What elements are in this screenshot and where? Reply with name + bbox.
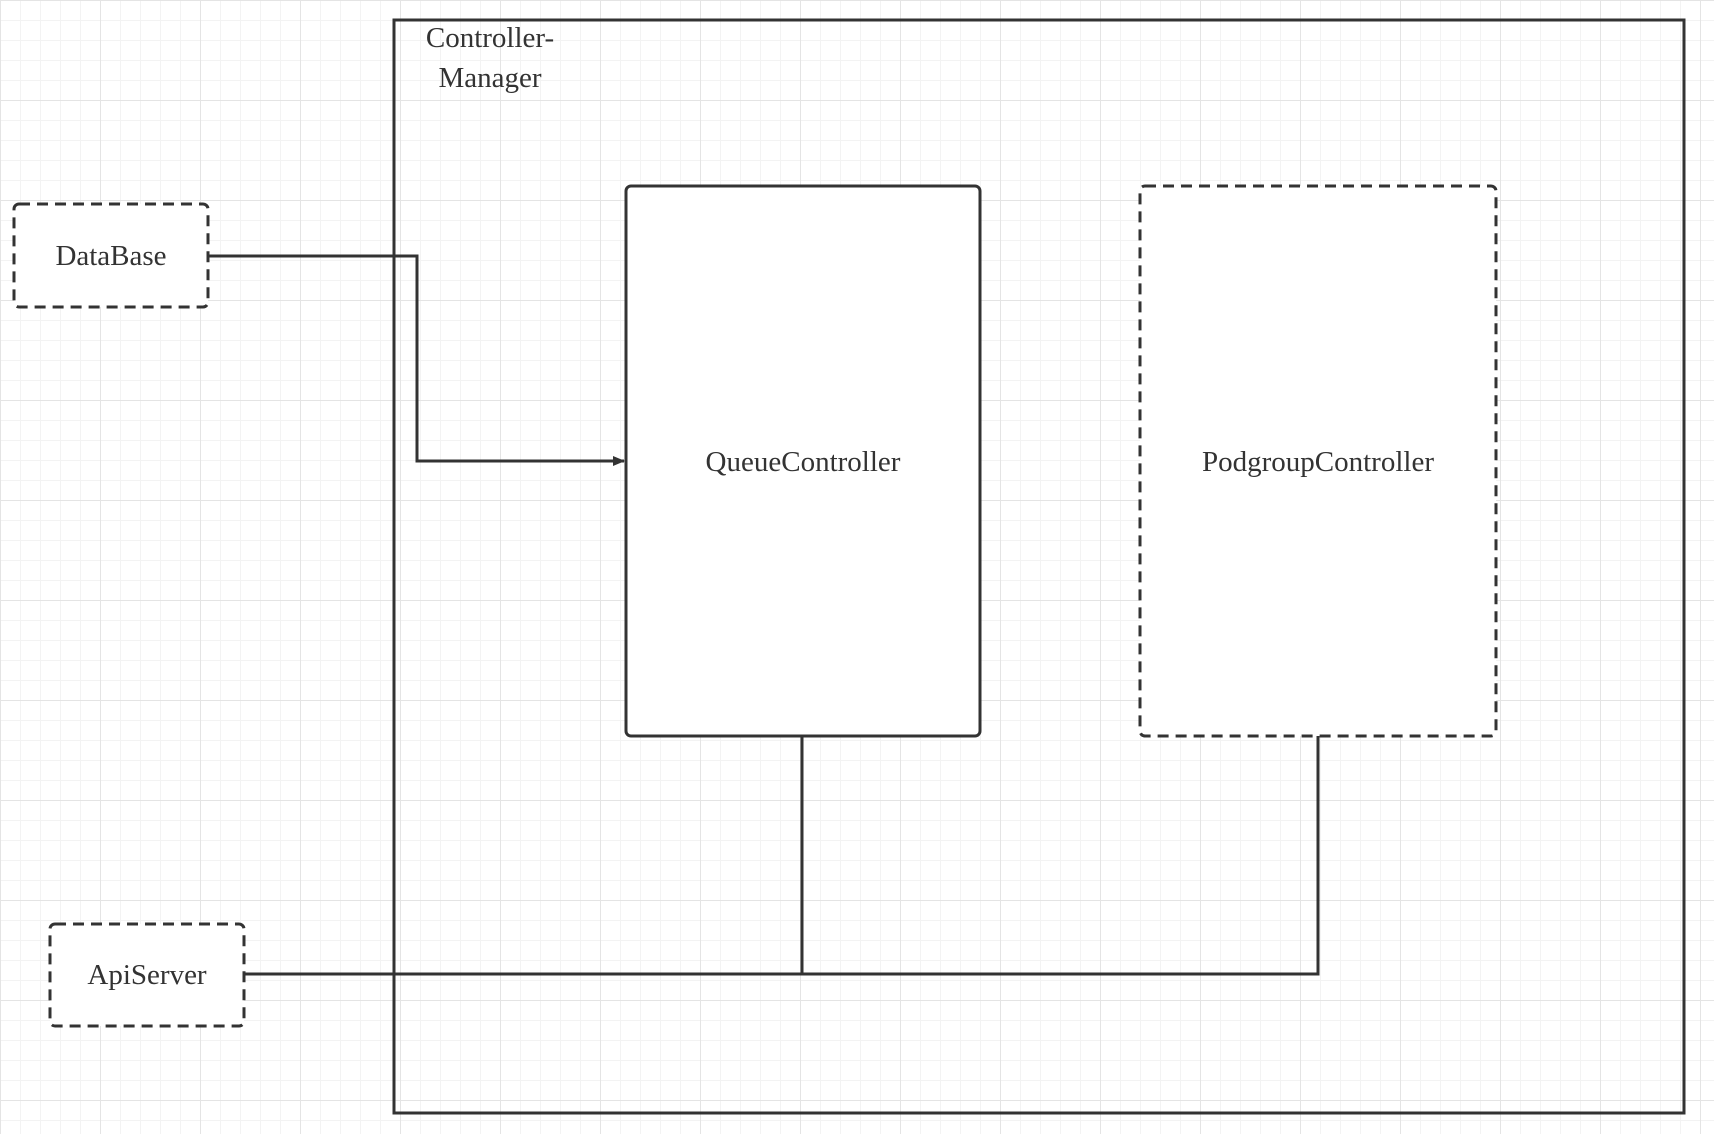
apiserver-box — [48, 922, 246, 1028]
apiserver-label: ApiServer — [87, 959, 207, 991]
apiserver-node[interactable]: ApiServer — [48, 922, 246, 1028]
database-box — [12, 202, 210, 309]
controller-manager-title-line1: Controller- — [426, 22, 554, 54]
apiserver-to-podgroup-connector[interactable] — [802, 736, 1320, 976]
controller-manager-container[interactable]: Controller- Manager — [392, 18, 1686, 1115]
queue-controller-node[interactable]: QueueController — [624, 184, 982, 738]
connectors — [208, 254, 1320, 976]
controller-manager-title-line2: Manager — [438, 62, 541, 94]
podgroup-controller-node[interactable]: PodgroupController — [1138, 184, 1498, 738]
podgroup-controller-label: PodgroupController — [1202, 446, 1434, 478]
apiserver-to-queue-connector[interactable] — [244, 736, 804, 976]
database-label: DataBase — [55, 240, 166, 272]
database-to-queue-connector[interactable] — [208, 254, 625, 466]
database-node[interactable]: DataBase — [12, 202, 210, 309]
podgroup-controller-box — [1138, 184, 1498, 738]
queue-controller-label: QueueController — [706, 446, 901, 478]
queue-controller-box — [624, 184, 982, 738]
controller-manager-frame — [392, 18, 1686, 1115]
